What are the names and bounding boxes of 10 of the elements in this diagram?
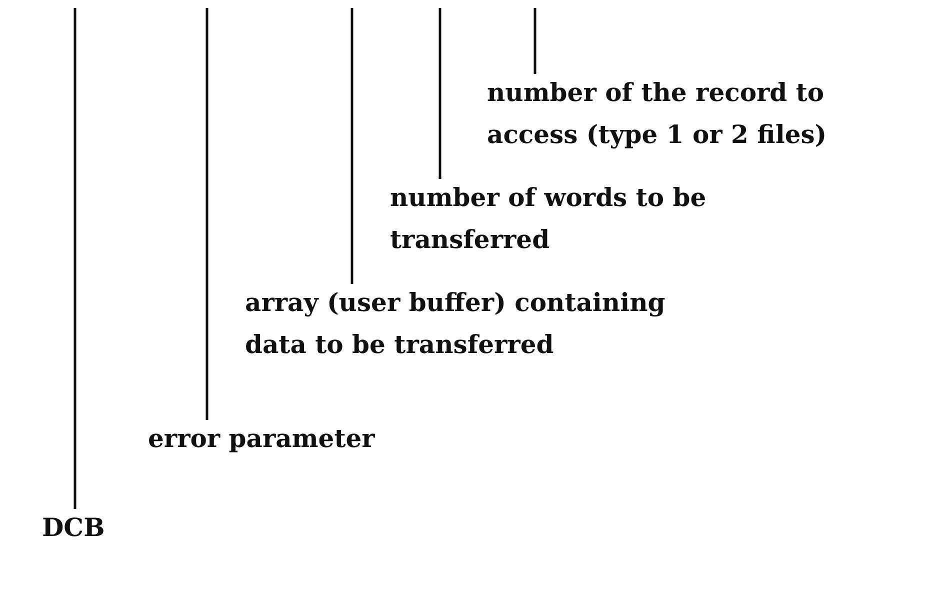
leader-line bbox=[350, 8, 354, 284]
callout-text: error parameter bbox=[148, 418, 375, 460]
callout-text: number of words to be transferred bbox=[390, 177, 730, 261]
leader-line bbox=[206, 8, 208, 420]
leader-line bbox=[438, 8, 442, 179]
leader-line bbox=[534, 8, 536, 74]
leader-line bbox=[74, 8, 76, 509]
callout-text: DCB bbox=[42, 507, 105, 549]
callout-text: number of the record to access (type 1 or 2 files) bbox=[487, 72, 917, 156]
callout-text: array (user buffer) containing data to be transferred bbox=[245, 282, 705, 366]
